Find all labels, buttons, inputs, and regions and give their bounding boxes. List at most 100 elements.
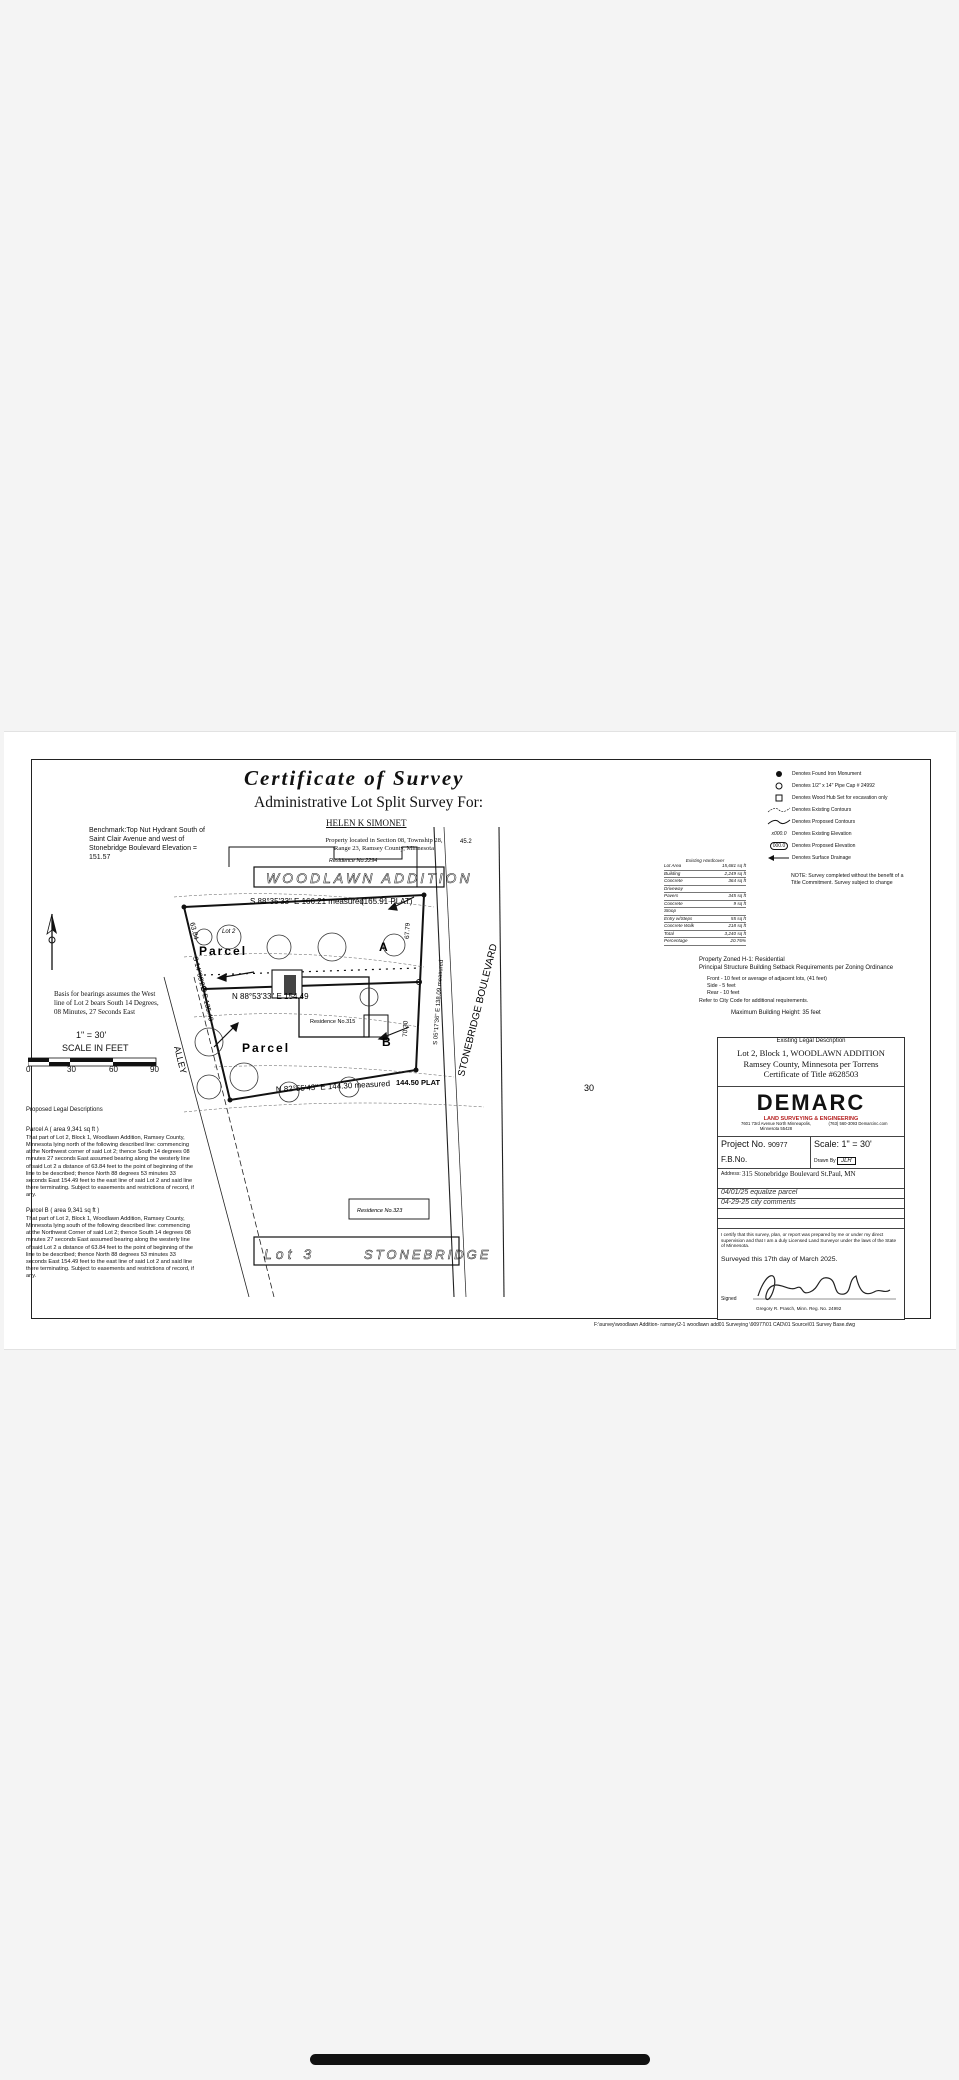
hardcover-label: Stoop	[664, 908, 677, 913]
surveyor-signature	[753, 1275, 896, 1301]
hardcover-value: 2,249 sq ft	[724, 870, 746, 876]
zoning-setback-title: Principal Structure Building Setback Req…	[699, 965, 894, 972]
hardcover-label: Driveway	[664, 885, 683, 891]
parcel-a-description: That part of Lot 2, Block 1, Woodlawn Ad…	[26, 1135, 194, 1199]
scale-tick-0: 0	[26, 1065, 31, 1074]
project-number: Project No. 90977	[721, 1139, 788, 1149]
pipe-cap-icon	[766, 782, 792, 790]
surveyed-date: Surveyed this 17th day of March 2025.	[721, 1256, 838, 1263]
deck-footprint	[363, 1014, 389, 1038]
address-label: Address:	[721, 1171, 741, 1177]
north-arrow-icon	[42, 912, 62, 977]
found-monument-icon	[181, 904, 187, 910]
hardcover-label: Entry w/Steps	[664, 915, 693, 921]
hardcover-row: Concrete 9 sq ft	[664, 900, 746, 908]
road-edge-line	[433, 827, 455, 1297]
legend-row: Denotes Existing Contours	[766, 804, 902, 816]
tree-group	[194, 924, 406, 1103]
scale-tick-90: 90	[150, 1065, 159, 1074]
east-seg1-label: 67.79	[404, 922, 412, 939]
hardcover-label: Lot Area	[664, 863, 682, 868]
hardcover-row: Entry w/Steps 55 sq ft	[664, 915, 746, 923]
survey-sheet: Certificate of Survey Administrative Lot…	[4, 731, 956, 1350]
drawing-scale: Scale: 1" = 30'	[814, 1139, 872, 1149]
certification: I certify that this survey, plan, or rep…	[721, 1232, 897, 1249]
hardcover-row: Total 3,240 sq ft	[664, 930, 746, 938]
hardcover-value: 364 sq ft	[728, 878, 746, 883]
location-note: Property located in Section 08, Township…	[325, 837, 443, 853]
drawing-border	[31, 759, 931, 1319]
north-plat-label: (165.91 PLAT)	[361, 897, 413, 906]
legend-row: Denotes Proposed Contours	[766, 816, 902, 828]
zoning-height: Maximum Building Height: 35 feet	[731, 1009, 821, 1016]
hardcover-value: 15,681 sq ft	[721, 863, 746, 868]
east-measured-label: S 05°17'36" E 138.09 measured	[433, 960, 445, 1046]
site-address: 315 Stonebridge Boulevard St.Paul, MN	[742, 1170, 856, 1178]
hardcover-value: 3,240 sq ft	[724, 930, 746, 936]
revision-2: 04-29-25 city comments	[721, 1199, 796, 1206]
contour-lines	[173, 893, 485, 1113]
legend-row: x000.0 Denotes Existing Elevation	[766, 828, 902, 840]
adjacent-lot-south	[253, 1236, 460, 1266]
company-name: DEMARC	[756, 1090, 866, 1115]
found-monument-icon	[227, 1097, 233, 1103]
found-monument-icon	[421, 892, 427, 898]
parcel-a-title: Parcel A ( area 9,341 sq ft )	[26, 1127, 99, 1133]
hardcover-value: 55 sq ft	[730, 915, 746, 921]
hardcover-label: Total	[664, 930, 674, 936]
south-line-label: N 82°55'43" E 144.30 measured	[276, 1079, 391, 1094]
hardcover-label: Concrete	[664, 900, 683, 906]
north-line-label: S 88°35'33" E 166.21 measured	[250, 897, 364, 906]
legend-row: Denotes Found Iron Monument	[766, 768, 902, 780]
surface-drainage-arrows	[213, 896, 415, 1048]
scale-bar	[27, 1054, 164, 1072]
residence-footprint	[298, 976, 370, 1038]
title-block: Existing Legal Description Lot 2, Block …	[717, 1037, 905, 1320]
existing-legal: Lot 2, Block 1, WOODLAWN ADDITION Ramsey…	[737, 1048, 885, 1080]
zoning-rear: Rear - 10 feet	[707, 990, 740, 997]
lot-3-label: Lot 3	[264, 1246, 315, 1262]
zoning-block: Property Zoned H-1: Residential Principa…	[699, 956, 909, 1017]
east-seg2-label: 70.30	[402, 1020, 410, 1037]
road-edge-line	[498, 827, 505, 1297]
addition-bottom-label: STONEBRIDGE	[364, 1247, 491, 1262]
proposed-contours-icon	[766, 818, 792, 826]
hardcover-label: Percentage	[664, 938, 688, 943]
scale-label: SCALE IN FEET	[62, 1043, 129, 1053]
driveway-hatch	[284, 975, 296, 995]
home-indicator[interactable]	[310, 2054, 650, 2065]
drawn-by: Drawn By JLR	[814, 1157, 856, 1165]
alley-label: ALLEY	[172, 1045, 188, 1075]
legend-row: Denotes Wood Hub Set for excavation only	[766, 792, 902, 804]
legend-row: Denotes 1/2" x 14" Pipe Cap # 24992	[766, 780, 902, 792]
surveyor-name: Gregory R. Prasch, Minn. Reg. No. 24992	[756, 1306, 842, 1311]
pipe-cap-icon	[201, 986, 207, 992]
road-edge-line	[443, 827, 467, 1297]
north-residence	[228, 846, 418, 887]
south-residence	[348, 1198, 430, 1220]
field-book: F.B.No.	[721, 1155, 748, 1164]
dim-45-label: 45.2	[460, 839, 472, 845]
zoning-zoned: Property Zoned H-1: Residential	[699, 957, 785, 963]
zoning-side: Side - 5 feet	[707, 983, 736, 990]
parcel-a-word: Parcel	[199, 944, 247, 958]
north-residence-label: Residence No.2294	[329, 858, 377, 864]
lot-label: Lot 2	[222, 929, 236, 935]
hardcover-value: 9 sq ft	[733, 900, 746, 906]
surface-drainage-icon	[766, 854, 792, 862]
existing-legal-heading: Existing Legal Description	[776, 1038, 846, 1044]
found-monument-icon	[413, 1067, 419, 1073]
site-plan: Parcel A Parcel B S 88°35'33" E 166.21 m…	[163, 827, 594, 1297]
hardcover-row: Lot Area 15,681 sq ft	[664, 863, 746, 871]
company-phone: (763) 560-3093 Demarcinc.com	[828, 1121, 888, 1126]
hardcover-label: Building	[664, 870, 681, 876]
split-line-label: N 88°53'33" E 154.49	[232, 992, 309, 1001]
zoning-refer: Refer to City Code for additional requir…	[699, 997, 809, 1004]
hardcover-label: Pavers	[664, 893, 679, 898]
setback-line	[203, 967, 420, 976]
south-residence-label: Residence No.323	[357, 1208, 403, 1214]
wood-hub-icon	[766, 794, 792, 802]
